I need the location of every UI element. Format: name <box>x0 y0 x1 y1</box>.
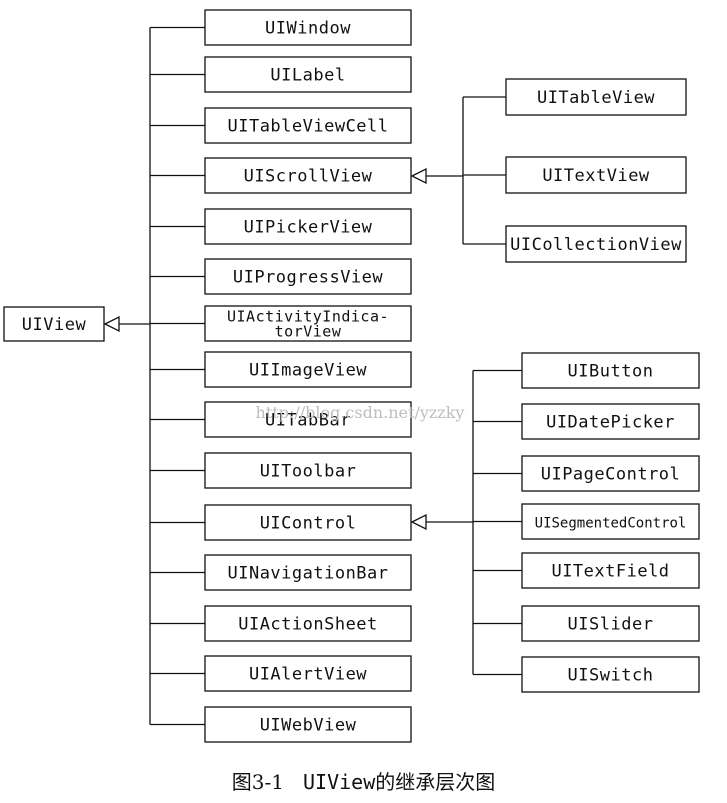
class-box-uipagecontrol: UIPageControl <box>521 455 700 492</box>
class-box-uitabbar-label: UITabBar <box>265 411 351 431</box>
class-box-uitextview-border <box>505 156 687 194</box>
class-box-uicontrol-border <box>204 504 412 541</box>
root-box-uiview: UIView <box>3 306 105 342</box>
watermark-url: http://blog.csdn.net/yzzky <box>256 403 465 422</box>
class-box-uidatepicker-border <box>521 403 700 440</box>
class-box-uialertview-label: UIAlertView <box>249 665 367 685</box>
class-box-uitabbar-border <box>204 401 412 438</box>
class-box-uisegmentedcontrol-label: UISegmentedControl <box>535 516 687 532</box>
class-box-uilabel-border <box>204 56 412 93</box>
class-box-uitextfield-label: UITextField <box>551 562 669 582</box>
class-box-uiwindow: UIWindow <box>204 9 412 46</box>
class-box-uilabel: UILabel <box>204 56 412 93</box>
class-box-uipickerview-border <box>204 208 412 245</box>
class-box-uidatepicker: UIDatePicker <box>521 403 700 440</box>
class-box-uibutton: UIButton <box>521 352 700 389</box>
class-box-uislider: UISlider <box>521 605 700 642</box>
class-box-uinavigationbar-label: UINavigationBar <box>227 564 388 584</box>
class-box-uilabel-label: UILabel <box>270 66 345 86</box>
class-box-uiwebview-border <box>204 706 412 743</box>
caption-class-name: UIView <box>303 770 376 794</box>
class-box-uiwebview-label: UIWebView <box>260 716 357 736</box>
class-box-uiscrollview: UIScrollView <box>204 157 412 194</box>
class-box-uiscrollview-border <box>204 157 412 194</box>
class-box-uiscrollview-label: UIScrollView <box>244 167 373 187</box>
class-box-uitoolbar-label: UIToolbar <box>260 462 357 482</box>
root-box-uiview-border <box>3 306 105 342</box>
class-box-uiactivityindica-torview: UIActivityIndica-torView <box>204 305 412 342</box>
class-box-uiimageview: UIImageView <box>204 351 412 388</box>
class-box-uitextfield-border <box>521 552 700 589</box>
class-box-uiactionsheet-border <box>204 605 412 642</box>
class-box-uipagecontrol-border <box>521 455 700 492</box>
caption-figure-number: 图3-1 <box>231 770 284 794</box>
root-box-uiview-label: UIView <box>22 315 87 335</box>
class-box-uiwebview: UIWebView <box>204 706 412 743</box>
class-box-uitextview-label: UITextView <box>542 166 650 186</box>
class-box-uitableviewcell-border <box>204 107 412 144</box>
class-box-uitableview: UITableView <box>505 78 687 116</box>
class-box-uialertview: UIAlertView <box>204 655 412 692</box>
class-box-uitableview-border <box>505 78 687 116</box>
class-box-uitextview: UITextView <box>505 156 687 194</box>
class-box-uitableview-label: UITableView <box>537 88 655 108</box>
class-box-uipickerview-label: UIPickerView <box>244 218 373 238</box>
class-box-uicontrol-label: UIControl <box>260 514 357 534</box>
class-box-uitabbar: UITabBar <box>204 401 412 438</box>
class-box-uiswitch-border <box>521 656 700 693</box>
control-inheritance-arrow <box>410 513 427 531</box>
class-box-uitableviewcell: UITableViewCell <box>204 107 412 144</box>
class-box-uicontrol: UIControl <box>204 504 412 541</box>
class-box-uiswitch-label: UISwitch <box>568 666 654 686</box>
class-box-uisegmentedcontrol-border <box>521 503 700 540</box>
class-box-uipickerview: UIPickerView <box>204 208 412 245</box>
class-box-uiactivityindica-torview-label-line-1: UIActivityIndica- <box>227 308 389 326</box>
class-box-uiactionsheet: UIActionSheet <box>204 605 412 642</box>
class-box-uiprogressview: UIProgressView <box>204 258 412 295</box>
class-box-uicollectionview-label: UICollectionView <box>510 235 682 255</box>
figure-caption: 图3-1 UIView的继承层次图 <box>0 766 727 795</box>
class-box-uibutton-label: UIButton <box>568 362 654 382</box>
class-box-uiactionsheet-label: UIActionSheet <box>238 615 378 635</box>
class-box-uiactivityindica-torview-label-line-2: torView <box>275 323 342 341</box>
class-box-uiwindow-label: UIWindow <box>265 19 351 39</box>
class-box-uicollectionview-border <box>505 225 687 263</box>
class-box-uitoolbar: UIToolbar <box>204 452 412 489</box>
class-box-uinavigationbar-border <box>204 554 412 591</box>
class-box-uibutton-border <box>521 352 700 389</box>
class-box-uiswitch: UISwitch <box>521 656 700 693</box>
class-box-uipagecontrol-label: UIPageControl <box>541 465 681 485</box>
class-box-uidatepicker-label: UIDatePicker <box>546 413 675 433</box>
class-box-uiimageview-border <box>204 351 412 388</box>
class-box-uitableviewcell-label: UITableViewCell <box>227 117 388 137</box>
class-box-uiactivityindica-torview-border <box>204 305 412 342</box>
class-box-uislider-label: UISlider <box>568 615 654 635</box>
class-box-uinavigationbar: UINavigationBar <box>204 554 412 591</box>
class-box-uiimageview-label: UIImageView <box>249 361 367 381</box>
class-box-uitextfield: UITextField <box>521 552 700 589</box>
scrollview-inheritance-arrow <box>410 167 427 185</box>
class-box-uisegmentedcontrol: UISegmentedControl <box>521 503 700 540</box>
class-box-uialertview-border <box>204 655 412 692</box>
class-box-uicollectionview: UICollectionView <box>505 225 687 263</box>
class-box-uiprogressview-label: UIProgressView <box>233 268 384 288</box>
class-box-uitoolbar-border <box>204 452 412 489</box>
class-box-uislider-border <box>521 605 700 642</box>
root-inheritance-arrow <box>103 315 120 333</box>
caption-text: 的继承层次图 <box>375 770 496 794</box>
class-box-uiprogressview-border <box>204 258 412 295</box>
class-box-uiwindow-border <box>204 9 412 46</box>
